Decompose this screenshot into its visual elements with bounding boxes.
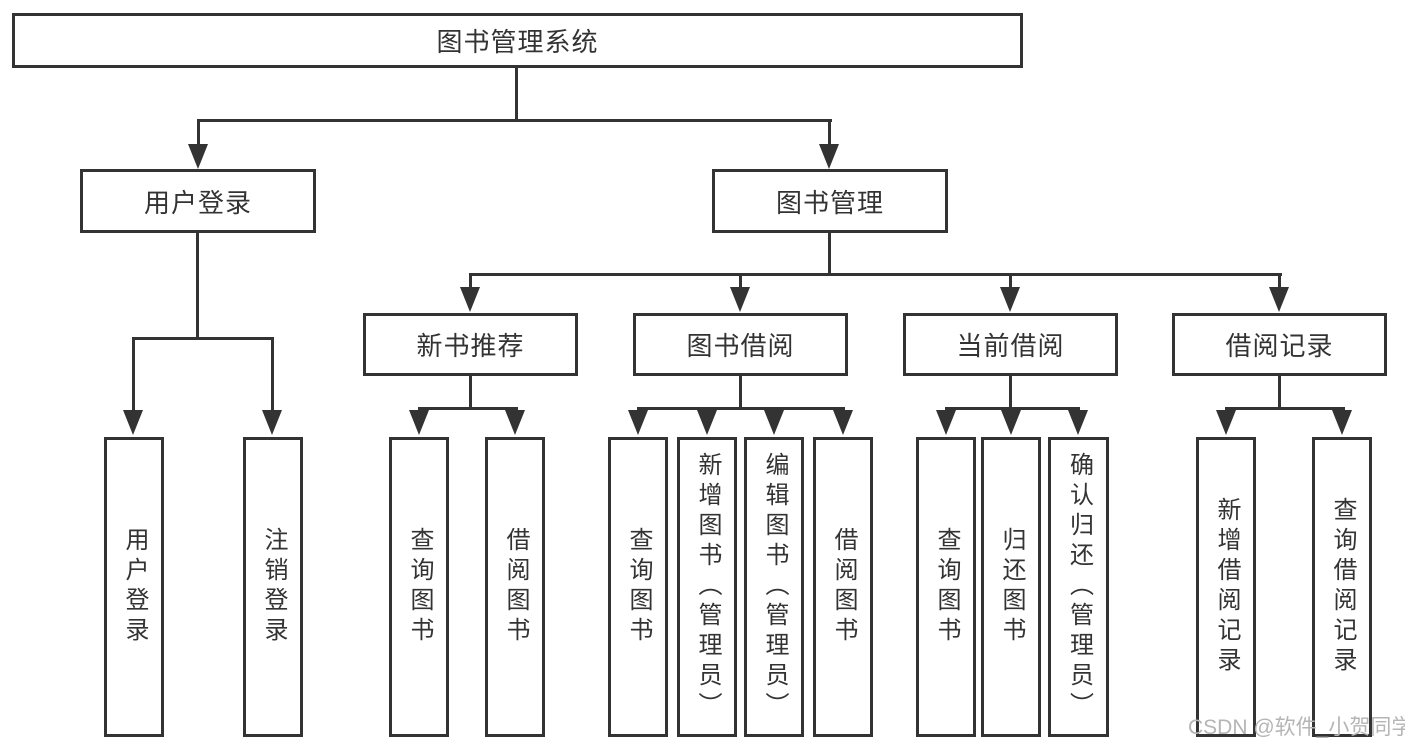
- connector-line: [197, 121, 200, 147]
- node-book-borrowing: 图书借阅: [633, 313, 848, 376]
- node-current-borrowing: 当前借阅: [903, 313, 1118, 376]
- connector-line: [828, 121, 831, 147]
- node-book-management: 图书管理: [712, 169, 948, 233]
- connector-line: [945, 407, 1080, 410]
- node-label: 借阅记录: [1225, 331, 1334, 361]
- connector-line: [1278, 275, 1281, 288]
- leaf-borrowing-borrow-books: 借阅图书: [813, 437, 873, 737]
- connector-line: [469, 374, 472, 409]
- node-label: 确认归还（管理员）: [1065, 452, 1093, 722]
- node-label: 查询图书: [406, 527, 433, 647]
- node-label: 当前借阅: [956, 331, 1065, 361]
- arrow-down-icon: [262, 410, 282, 435]
- arrow-down-icon: [188, 144, 208, 169]
- arrow-down-icon: [1068, 410, 1088, 435]
- leaf-current-query-books: 查询图书: [916, 437, 976, 737]
- connector-line: [515, 66, 518, 121]
- connector-line: [132, 337, 274, 340]
- connector-line: [469, 275, 472, 288]
- connector-line: [1009, 374, 1012, 409]
- arrow-down-icon: [697, 410, 717, 435]
- node-user-login: 用户登录: [80, 169, 316, 233]
- arrow-down-icon: [460, 287, 480, 312]
- leaf-add-books-admin: 新增图书（管理员）: [677, 437, 737, 737]
- node-root-library-system: 图书管理系统: [12, 13, 1023, 68]
- connector-line: [828, 231, 831, 275]
- node-label: 借阅图书: [502, 527, 529, 647]
- connector-line: [739, 374, 742, 409]
- leaf-borrowing-query-books: 查询图书: [608, 437, 668, 737]
- node-label: 图书管理: [775, 187, 884, 218]
- leaf-query-borrow-record: 查询借阅记录: [1312, 437, 1372, 737]
- arrow-down-icon: [1000, 287, 1020, 312]
- arrow-down-icon: [730, 287, 750, 312]
- node-label: 查询借阅记录: [1329, 497, 1356, 677]
- leaf-confirm-return-admin: 确认归还（管理员）: [1048, 437, 1109, 737]
- arrow-down-icon: [1269, 287, 1289, 312]
- node-label: 用户登录: [143, 187, 252, 218]
- arrow-down-icon: [819, 144, 839, 169]
- leaf-user-login: 用户登录: [104, 437, 164, 737]
- connector-line: [271, 339, 274, 411]
- connector-line: [1225, 407, 1345, 410]
- arrow-down-icon: [123, 410, 143, 435]
- connector-line: [637, 407, 845, 410]
- node-label: 借阅图书: [830, 527, 857, 647]
- leaf-return-books: 归还图书: [981, 437, 1041, 737]
- node-label: 编辑图书（管理员）: [761, 452, 788, 722]
- leaf-add-borrow-record: 新增借阅记录: [1196, 437, 1256, 737]
- arrow-down-icon: [764, 410, 784, 435]
- connector-line: [196, 231, 199, 339]
- node-label: 图书管理系统: [436, 27, 599, 57]
- arrow-down-icon: [833, 410, 853, 435]
- arrow-down-icon: [936, 410, 956, 435]
- connector-line: [418, 407, 518, 410]
- leaf-edit-books-admin: 编辑图书（管理员）: [744, 437, 804, 737]
- node-label: 查询图书: [625, 527, 652, 647]
- arrow-down-icon: [1332, 410, 1352, 435]
- node-label: 查询图书: [933, 527, 960, 647]
- watermark: CSDN @软件_小贺同学: [1188, 716, 1405, 739]
- node-label: 用户登录: [121, 527, 148, 647]
- connector-line: [469, 273, 1282, 276]
- node-label: 归还图书: [998, 527, 1025, 647]
- connector-line: [739, 275, 742, 288]
- arrow-down-icon: [505, 410, 525, 435]
- leaf-logout: 注销登录: [243, 437, 303, 737]
- node-label: 注销登录: [260, 527, 287, 647]
- node-label: 新增图书（管理员）: [694, 452, 721, 722]
- node-label: 新增借阅记录: [1213, 497, 1240, 677]
- connector-line: [1278, 374, 1281, 409]
- connector-line: [197, 119, 832, 122]
- node-borrow-records: 借阅记录: [1172, 313, 1387, 376]
- node-new-book-recommend: 新书推荐: [363, 313, 578, 376]
- node-label: 图书借阅: [686, 331, 795, 361]
- arrow-down-icon: [409, 410, 429, 435]
- leaf-recommend-borrow-books: 借阅图书: [485, 437, 545, 737]
- connector-line: [1009, 275, 1012, 288]
- leaf-recommend-query-books: 查询图书: [389, 437, 449, 737]
- arrow-down-icon: [1001, 410, 1021, 435]
- arrow-down-icon: [1216, 410, 1236, 435]
- arrow-down-icon: [628, 410, 648, 435]
- node-label: 新书推荐: [416, 331, 525, 361]
- connector-line: [132, 339, 135, 411]
